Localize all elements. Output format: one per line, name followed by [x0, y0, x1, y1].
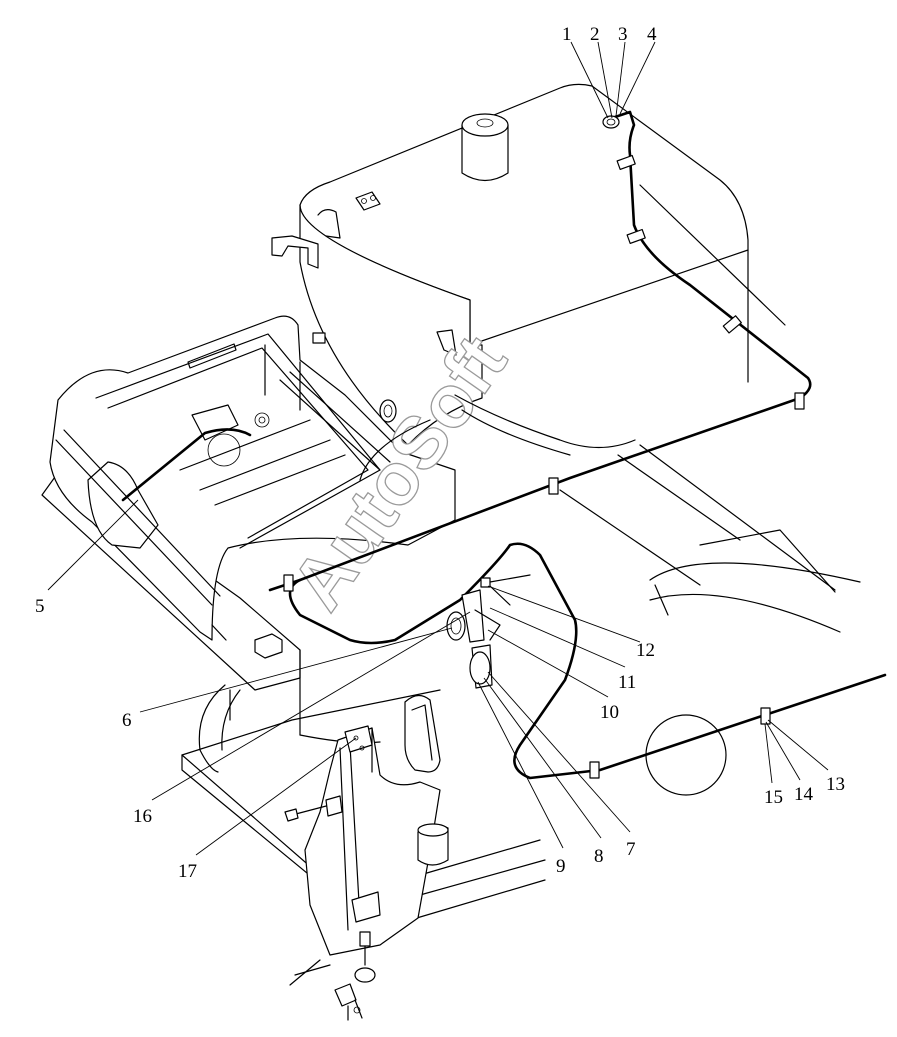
clip	[283, 154, 805, 779]
leader-line-5	[47, 499, 139, 591]
leader-line-15	[764, 723, 773, 784]
callout-9: 9	[556, 856, 566, 877]
leader-line-3	[615, 41, 626, 117]
callout-15: 15	[764, 787, 783, 808]
callout-2: 2	[590, 24, 600, 45]
callouts: 1 2 3 4 5 6 7 8 9 10 11 12 13 14 15 16 1…	[35, 24, 845, 882]
leader-line-6	[139, 627, 453, 713]
leader-line-13	[767, 719, 829, 771]
callout-5: 5	[35, 596, 45, 617]
leader-line-17	[195, 737, 357, 856]
callout-8: 8	[594, 846, 604, 867]
leader-line-12	[487, 585, 641, 643]
leader-line-4	[619, 41, 656, 115]
callout-10: 10	[600, 702, 619, 723]
lower-assembly	[284, 694, 449, 1021]
leader-line-2	[597, 41, 613, 119]
leader-line-16	[151, 611, 471, 801]
fuel-line	[121, 110, 887, 780]
leader-line-9	[477, 681, 564, 849]
leader-line-14	[765, 721, 801, 781]
leader-line-7	[487, 671, 631, 833]
cab-seat-frame	[41, 315, 456, 691]
callout-14: 14	[794, 784, 814, 805]
callout-4: 4	[647, 24, 657, 45]
callout-1: 1	[562, 24, 572, 45]
fuel-tank	[271, 83, 786, 446]
callout-6: 6	[122, 710, 132, 731]
callout-17: 17	[178, 861, 197, 882]
leader-line-1	[570, 41, 609, 119]
callout-7: 7	[626, 839, 636, 860]
sensor-bracket	[446, 574, 531, 689]
filler-cap	[461, 113, 509, 182]
leader-line-8	[483, 677, 602, 839]
leader-line-10	[487, 629, 609, 698]
callout-11: 11	[618, 672, 636, 693]
leader-line-11	[489, 607, 626, 668]
callout-16: 16	[133, 806, 152, 827]
callout-13: 13	[826, 774, 845, 795]
callout-3: 3	[618, 24, 628, 45]
fuel-fitting	[602, 115, 620, 129]
callout-12: 12	[636, 640, 655, 661]
